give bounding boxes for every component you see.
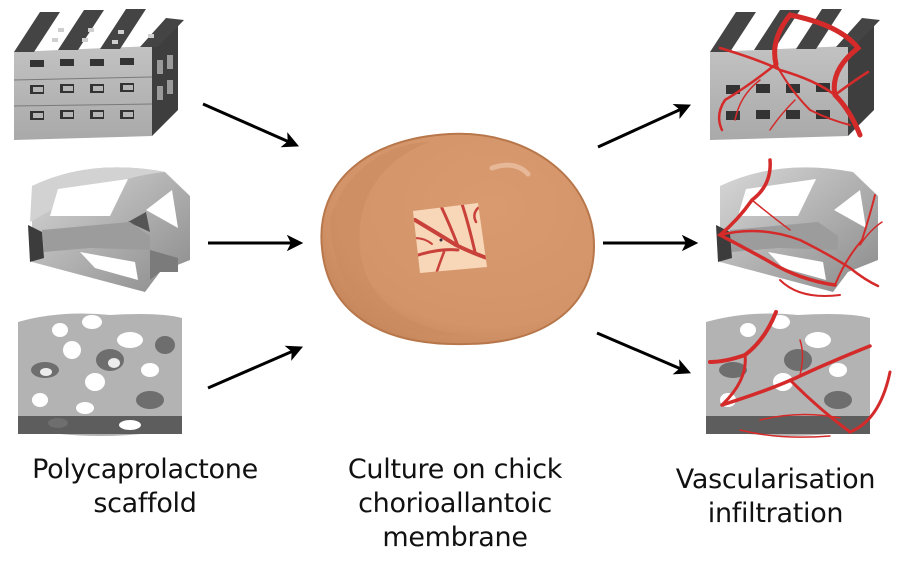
egg-with-cam-window <box>320 132 596 346</box>
label-line: chorioallantoic <box>358 488 552 519</box>
label-output-vascularisation: Vascularisation infiltration <box>650 463 901 531</box>
vascularised-grid-scaffold <box>710 9 880 140</box>
label-line: Vascularisation <box>675 464 876 495</box>
label-line: membrane <box>382 522 528 553</box>
label-line: scaffold <box>93 488 197 519</box>
label-culture: Culture on chick chorioallantoic membran… <box>300 453 610 555</box>
vascularised-porous-scaffold <box>706 310 892 438</box>
cam-vessels <box>413 203 487 273</box>
grid-lattice-scaffold <box>13 9 184 140</box>
label-input-scaffold: Polycaprolactone scaffold <box>0 453 290 521</box>
label-line: Culture on chick <box>347 454 563 485</box>
strut-lattice-scaffold <box>28 167 190 292</box>
porous-trabecular-scaffold <box>18 313 182 436</box>
label-line: Polycaprolactone <box>32 454 258 485</box>
label-line: infiltration <box>707 498 844 529</box>
egg-highlight <box>489 162 531 177</box>
vascularised-strut-scaffold <box>716 158 883 297</box>
arrow-porous-to-egg <box>207 345 304 390</box>
arrow-egg-to-grid <box>597 103 692 149</box>
arrow-egg-to-porous <box>596 331 692 375</box>
arrow-grid-to-egg <box>202 102 300 148</box>
